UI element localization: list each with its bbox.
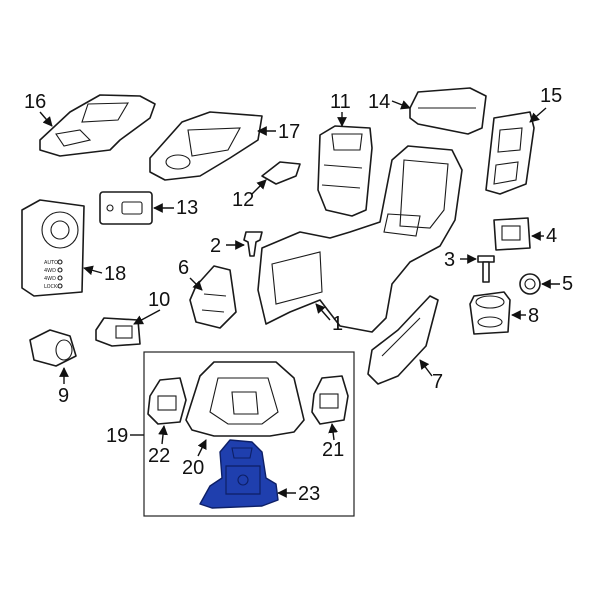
callout-17: 17	[278, 121, 300, 143]
leader-21	[328, 423, 338, 441]
callout-2: 2	[210, 235, 221, 257]
leader-10	[133, 309, 161, 325]
panel-label-4: LOCK	[44, 284, 58, 290]
leader-1	[315, 303, 331, 321]
leader-15	[529, 107, 547, 123]
leader-12	[251, 179, 267, 195]
callout-5: 5	[562, 273, 573, 295]
callout-21: 21	[322, 439, 344, 461]
callout-7: 7	[432, 371, 443, 393]
callout-22: 22	[148, 445, 170, 467]
part-1-console-body[interactable]	[257, 145, 463, 333]
leader-18	[83, 265, 103, 276]
part-18-control-panel[interactable]: AUTO 4WD 4WD LOCK	[21, 199, 85, 297]
callout-15: 15	[540, 85, 562, 107]
panel-label-3: 4WD	[44, 276, 56, 282]
callout-19: 19	[106, 425, 128, 447]
part-17-shifter-bezel[interactable]	[149, 111, 263, 181]
callout-10: 10	[148, 289, 170, 311]
part-6-bracket[interactable]	[189, 265, 237, 329]
leader-16	[39, 111, 53, 127]
callout-4: 4	[546, 225, 557, 247]
callout-1: 1	[332, 313, 343, 335]
part-11-housing[interactable]	[317, 125, 373, 217]
leader-7	[419, 359, 433, 377]
part-9-power-outlet[interactable]	[29, 329, 77, 367]
leader-22	[158, 425, 168, 445]
callout-9: 9	[58, 385, 69, 407]
callout-11: 11	[330, 91, 351, 113]
callout-13: 13	[176, 197, 198, 219]
part-2-clip[interactable]	[243, 231, 263, 257]
part-4-module[interactable]	[493, 217, 531, 251]
part-10-small-bracket[interactable]	[95, 317, 141, 347]
leader-14	[391, 100, 411, 110]
callout-8: 8	[528, 305, 539, 327]
part-3-bolt[interactable]	[477, 255, 495, 283]
callout-18: 18	[104, 263, 126, 285]
part-21-right-mount[interactable]	[311, 375, 349, 425]
part-15-rear-panel[interactable]	[485, 111, 535, 195]
panel-label-1: AUTO	[44, 260, 58, 266]
part-7-side-trim[interactable]	[367, 295, 439, 385]
part-13-switch[interactable]	[99, 191, 153, 225]
group-19-box	[143, 351, 355, 517]
callout-14: 14	[368, 91, 390, 113]
callout-16: 16	[24, 91, 46, 113]
part-23-highlighted-mount[interactable]	[199, 439, 279, 509]
part-20-shifter-bracket[interactable]	[185, 361, 305, 437]
part-8-cup-holder[interactable]	[469, 291, 511, 335]
leader-6	[189, 277, 203, 291]
leader-20	[197, 439, 207, 457]
panel-label-2: 4WD	[44, 268, 56, 274]
callout-20: 20	[182, 457, 204, 479]
part-12-cover[interactable]	[261, 161, 301, 185]
callout-6: 6	[178, 257, 189, 279]
part-22-left-mount[interactable]	[147, 377, 187, 425]
part-16-bezel[interactable]	[39, 94, 156, 157]
callout-23: 23	[298, 483, 320, 505]
callout-3: 3	[444, 249, 455, 271]
callout-12: 12	[232, 189, 254, 211]
part-14-armrest-lid[interactable]	[409, 87, 487, 135]
part-5-nut[interactable]	[519, 273, 541, 295]
